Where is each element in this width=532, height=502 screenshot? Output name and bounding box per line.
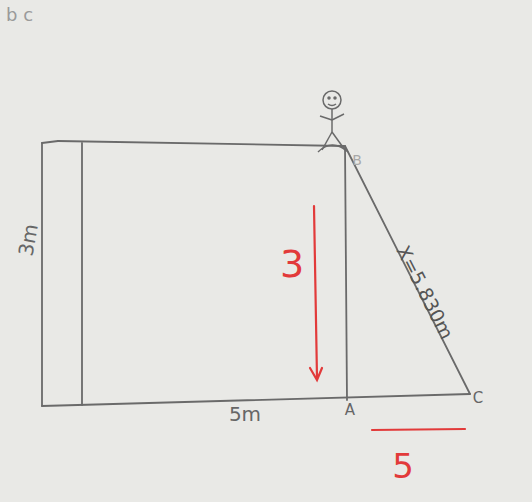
dimension-label: 5m — [229, 404, 261, 424]
point-label: B — [352, 153, 362, 167]
red-number: 5 — [392, 449, 414, 483]
slope-line — [345, 146, 470, 394]
dimension-label: 3m — [15, 222, 40, 257]
point-label: C — [473, 391, 483, 406]
red-number: 3 — [280, 245, 304, 283]
point-label: A — [345, 403, 355, 418]
corner-note: b c — [6, 6, 33, 24]
building-outline — [42, 141, 470, 406]
stick-figure — [318, 91, 348, 152]
red-annotation — [310, 206, 465, 430]
